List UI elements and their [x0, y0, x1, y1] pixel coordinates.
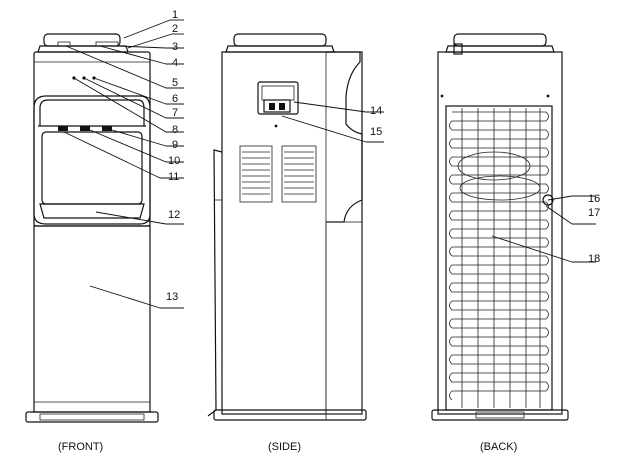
callout-15: 15: [370, 126, 382, 138]
side-vent-right: [281, 145, 317, 203]
caption-back: (BACK): [480, 441, 517, 453]
callout-11: 11: [168, 171, 179, 183]
callout-12: 12: [168, 209, 180, 221]
callout-2: 2: [172, 23, 178, 35]
coil-path: [449, 111, 549, 401]
callout-17: 17: [588, 207, 600, 219]
callout-4: 4: [172, 57, 178, 69]
callout-13: 13: [166, 291, 178, 303]
caption-front: (FRONT): [58, 441, 103, 453]
callout-1: 1: [172, 9, 178, 21]
callout-6: 6: [172, 93, 178, 105]
front-view: [25, 33, 159, 423]
callout-7: 7: [172, 107, 178, 119]
side-view: [207, 33, 367, 421]
callout-5: 5: [172, 77, 178, 89]
back-view: [431, 33, 569, 421]
condenser-wires: [461, 108, 541, 408]
condenser-coil: [449, 111, 549, 401]
callout-14: 14: [370, 105, 382, 117]
callout-18: 18: [588, 253, 600, 265]
callout-9: 9: [172, 139, 178, 151]
callout-10: 10: [168, 155, 180, 167]
caption-side: (SIDE): [268, 441, 301, 453]
callout-16: 16: [588, 193, 600, 205]
callouts: 1 2 3 4 5 6 7 8 9 10: [63, 9, 600, 309]
callout-3: 3: [172, 41, 178, 53]
callout-8: 8: [172, 124, 178, 136]
side-vent-left: [239, 145, 273, 203]
